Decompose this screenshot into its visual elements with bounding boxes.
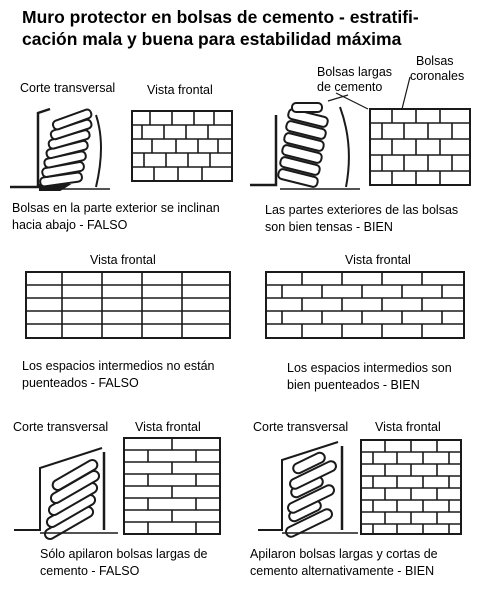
p3-front-view-figure (22, 270, 234, 342)
p6-caption-line-2: cemento alternativamente - BIEN (250, 564, 435, 578)
p1-cross-section-figure (10, 105, 125, 195)
p6-front-view-figure (355, 436, 467, 540)
p2-long-bags-line-1: Bolsas largas (317, 65, 393, 79)
p2-caption-line-2: son bien tensas - BIEN (265, 220, 393, 234)
p6-cross-section-label: Corte transversal (253, 420, 349, 434)
title-line-2: cación mala y buena para estabilidad máx… (22, 29, 402, 49)
p5-caption-line-2: cemento - FALSO (40, 564, 140, 578)
p2-crown-bags-line-1: Bolsas (416, 54, 454, 68)
p2-crown-bags-label: Bolsas coronales (410, 54, 464, 84)
p1-front-view-label: Vista frontal (147, 83, 213, 97)
p4-caption: Los espacios intermedios son bien puente… (287, 360, 452, 394)
p2-caption: Las partes exteriores de las bolsas son … (265, 202, 458, 236)
p4-front-view-figure (262, 270, 468, 342)
p1-front-view-figure (128, 105, 236, 185)
p1-caption-line-2: hacia abajo - FALSO (12, 218, 128, 232)
p4-caption-line-2: bien puenteados - BIEN (287, 378, 420, 392)
p4-front-view-label: Vista frontal (345, 253, 411, 267)
p6-front-view-label: Vista frontal (375, 420, 441, 434)
p5-caption-line-1: Sólo apilaron bolsas largas de (40, 547, 208, 561)
p3-caption-line-2: puenteados - FALSO (22, 376, 139, 390)
p1-caption-line-1: Bolsas en la parte exterior se inclinan (12, 201, 220, 215)
p5-caption: Sólo apilaron bolsas largas de cemento -… (40, 546, 207, 580)
p3-front-view-label: Vista frontal (90, 253, 156, 267)
p2-caption-line-1: Las partes exteriores de las bolsas (265, 203, 459, 217)
p4-caption-line-1: Los espacios intermedios son (287, 361, 452, 375)
p3-caption: Los espacios intermedios no están puente… (22, 358, 214, 392)
p5-cross-section-label: Corte transversal (13, 420, 109, 434)
diagram-title: Muro protector en bolsas de cemento - es… (22, 6, 482, 50)
p2-long-bags-label: Bolsas largas de cemento (317, 65, 392, 95)
p3-caption-line-1: Los espacios intermedios no están (22, 359, 215, 373)
p5-front-view-figure (118, 436, 226, 540)
p2-front-view-figure (362, 95, 480, 195)
p2-long-bags-line-2: de cemento (317, 80, 383, 94)
p1-caption: Bolsas en la parte exterior se inclinan … (12, 200, 220, 234)
p5-cross-section-figure (14, 438, 122, 538)
p6-caption: Apilaron bolsas largas y cortas de cemen… (250, 546, 438, 580)
p6-caption-line-1: Apilaron bolsas largas y cortas de (250, 547, 438, 561)
p5-front-view-label: Vista frontal (135, 420, 201, 434)
p2-cross-section-figure (250, 95, 370, 195)
p6-cross-section-figure (258, 438, 366, 538)
title-line-1: Muro protector en bolsas de cemento - es… (22, 7, 419, 27)
p1-cross-section-label: Corte transversal (20, 81, 116, 95)
p2-crown-bags-line-2: coronales (410, 69, 465, 83)
